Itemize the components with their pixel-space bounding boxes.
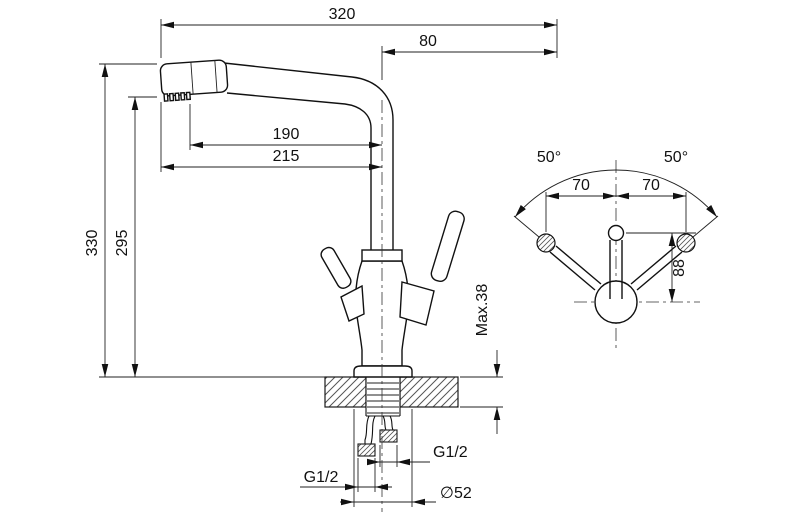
dim-295: 295 bbox=[114, 96, 157, 377]
dim-max38-label: Max.38 bbox=[474, 284, 491, 337]
dim-g12-left-label: G1/2 bbox=[304, 469, 339, 486]
dim-dia52: ∅52 bbox=[340, 409, 472, 507]
dim-g12-right: G1/2 bbox=[367, 444, 468, 467]
aerator-teeth bbox=[163, 91, 192, 102]
supply-hoses bbox=[357, 415, 398, 457]
dim-70-right-label: 70 bbox=[642, 177, 660, 194]
dim-320: 320 bbox=[160, 6, 558, 58]
dim-g12-left: G1/2 bbox=[300, 458, 392, 492]
faucet-spout bbox=[223, 62, 394, 250]
angle-left-label: 50° bbox=[537, 149, 561, 166]
dim-215: 215 bbox=[160, 102, 382, 172]
dim-295-label: 295 bbox=[114, 230, 131, 257]
countertop bbox=[324, 376, 459, 408]
left-handle bbox=[320, 246, 365, 322]
dim-88-label: 88 bbox=[671, 259, 688, 277]
dim-320-label: 320 bbox=[329, 6, 356, 23]
dim-dia52-label: ∅52 bbox=[440, 485, 472, 502]
base-flange bbox=[353, 365, 413, 378]
faucet-spout-head bbox=[159, 59, 229, 102]
dim-80-label: 80 bbox=[419, 33, 437, 50]
angle-right-label: 50° bbox=[664, 149, 688, 166]
dim-max38: Max.38 bbox=[460, 284, 503, 434]
dim-190: 190 bbox=[189, 104, 382, 150]
dim-88: 88 bbox=[626, 232, 696, 302]
dim-330-label: 330 bbox=[84, 230, 101, 257]
left-hose-nut bbox=[357, 443, 376, 457]
dim-80: 80 bbox=[381, 33, 557, 80]
lever-left bbox=[536, 233, 602, 291]
dim-70-left-label: 70 bbox=[572, 177, 590, 194]
faucet-top-body bbox=[594, 224, 638, 324]
dim-g12-right-label: G1/2 bbox=[433, 444, 468, 461]
mounting-shank bbox=[365, 377, 401, 417]
spout-top-circle bbox=[607, 224, 625, 242]
right-hose-nut bbox=[379, 429, 398, 443]
side-view: 320 80 190 215 330 295 bbox=[84, 6, 558, 512]
dim-70: 70 70 bbox=[545, 177, 687, 232]
dim-190-label: 190 bbox=[273, 126, 300, 143]
right-handle bbox=[399, 210, 465, 326]
top-view: 50° 50° 70 70 bbox=[513, 149, 719, 352]
dim-215-label: 215 bbox=[273, 148, 300, 165]
swivel-arc: 50° 50° bbox=[513, 149, 719, 238]
dim-330: 330 bbox=[84, 63, 325, 378]
